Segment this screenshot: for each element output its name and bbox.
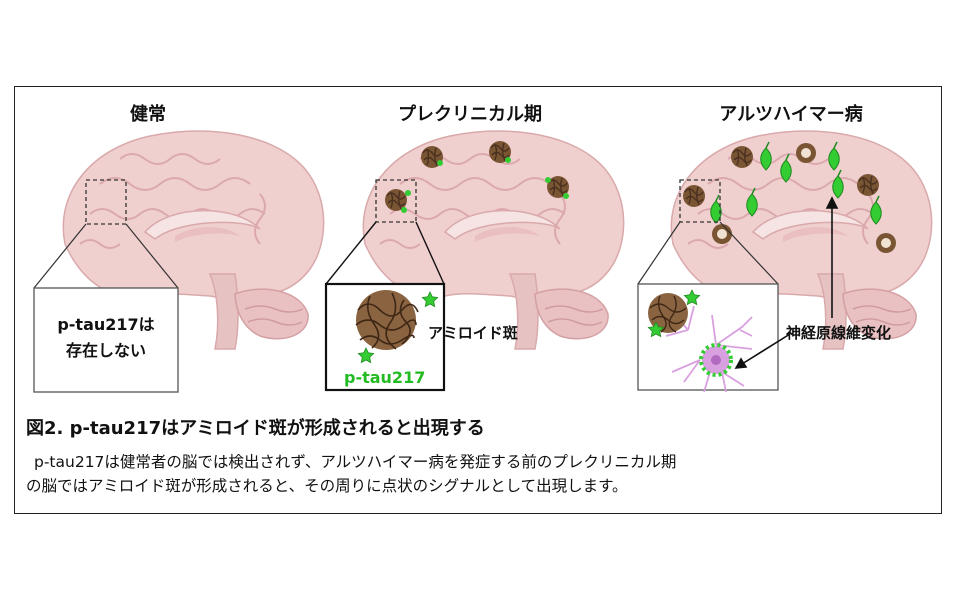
zoom-region-alzheimers xyxy=(679,179,721,223)
ptau217-label: p-tau217 xyxy=(344,368,426,387)
healthy-box-line2: 存在しない xyxy=(65,341,146,360)
amyloid-plaque-label: アミロイド斑 xyxy=(428,324,518,342)
figure-caption: p-tau217は健常者の脳では検出されず、アルツハイマー病を発症する前のプレク… xyxy=(26,450,931,498)
caption-line-2: の脳ではアミロイド斑が形成されると、その周りに点状のシグナルとして出現します。 xyxy=(26,477,628,495)
tangle-arrows xyxy=(734,196,839,369)
stage-title-alzheimers: アルツハイマー病 xyxy=(719,104,863,125)
figure-title: 図2. p-tau217はアミロイド斑が形成されると出現する xyxy=(26,418,485,439)
zoomed-plaque-ad xyxy=(648,293,688,333)
caption-line-1: p-tau217は健常者の脳では検出されず、アルツハイマー病を発症する前のプレク… xyxy=(34,453,677,471)
ptau-dots-preclinical xyxy=(401,157,569,213)
healthy-box-text: p-tau217は 存在しない xyxy=(34,312,178,364)
healthy-box-line1: p-tau217は xyxy=(57,315,155,334)
zoom-box-healthy xyxy=(33,287,179,393)
zoomed-plaque xyxy=(355,290,419,350)
stage-title-healthy: 健常 xyxy=(130,104,166,125)
neurofibrillary-tangle-label: 神経原線維変化 xyxy=(786,324,892,342)
zoom-region-preclinical xyxy=(375,179,417,223)
stage-title-preclinical: プレクリニカル期 xyxy=(398,104,542,125)
